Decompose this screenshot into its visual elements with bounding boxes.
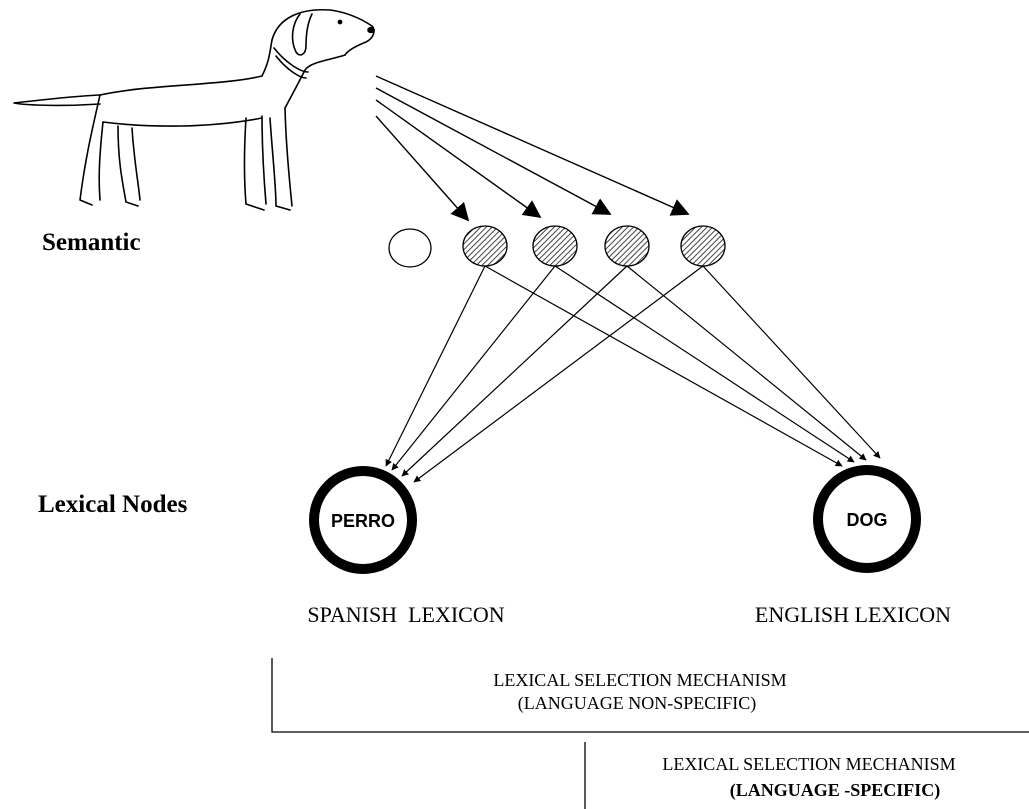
semantic-node-active: [680, 225, 726, 267]
perro-word: PERRO: [331, 511, 395, 531]
link-to-perro: [401, 265, 628, 477]
picture-to-semantic-arrows: [375, 75, 690, 222]
mechanism-non-specific-title: LEXICAL SELECTION MECHANISM: [493, 670, 786, 690]
semantic-label: Semantic: [42, 229, 141, 256]
lexical-nodes-label: Lexical Nodes: [38, 491, 188, 518]
semantic-feature-nodes: [388, 225, 726, 268]
mechanism-non-specific-subtitle: (LANGUAGE NON-SPECIFIC): [518, 693, 757, 714]
semantic-node-inactive: [388, 228, 432, 268]
link-to-perro: [413, 265, 704, 483]
semantic-node-active: [532, 225, 578, 267]
lexical-node-dog: DOG: [813, 465, 921, 573]
spanish-lexicon-label: SPANISH LEXICON: [307, 602, 504, 627]
mechanism-specific-subtitle: (LANGUAGE -SPECIFIC): [730, 780, 941, 801]
mechanism-specific-title: LEXICAL SELECTION MECHANISM: [662, 754, 955, 774]
mechanism-non-specific: LEXICAL SELECTION MECHANISM (LANGUAGE NO…: [271, 658, 1029, 733]
dog-icon: [13, 8, 375, 211]
lexical-node-perro: PERRO: [309, 466, 417, 574]
link-to-dog: [554, 265, 855, 463]
link-to-perro: [385, 265, 486, 467]
semantic-to-lexical-arrows: [385, 265, 881, 483]
link-to-dog: [626, 265, 867, 461]
picture-arrow: [375, 75, 690, 216]
picture-arrow: [375, 99, 542, 219]
dog-word: DOG: [846, 510, 887, 530]
picture-arrow: [375, 115, 470, 222]
semantic-node-active: [604, 225, 650, 267]
link-to-dog: [484, 265, 843, 467]
semantic-node-active: [462, 225, 508, 267]
mechanism-specific: LEXICAL SELECTION MECHANISM (LANGUAGE -S…: [584, 742, 956, 809]
picture-arrow: [375, 87, 612, 215]
english-lexicon-label: ENGLISH LEXICON: [755, 602, 951, 627]
link-to-dog: [702, 265, 881, 459]
link-to-perro: [391, 265, 556, 471]
